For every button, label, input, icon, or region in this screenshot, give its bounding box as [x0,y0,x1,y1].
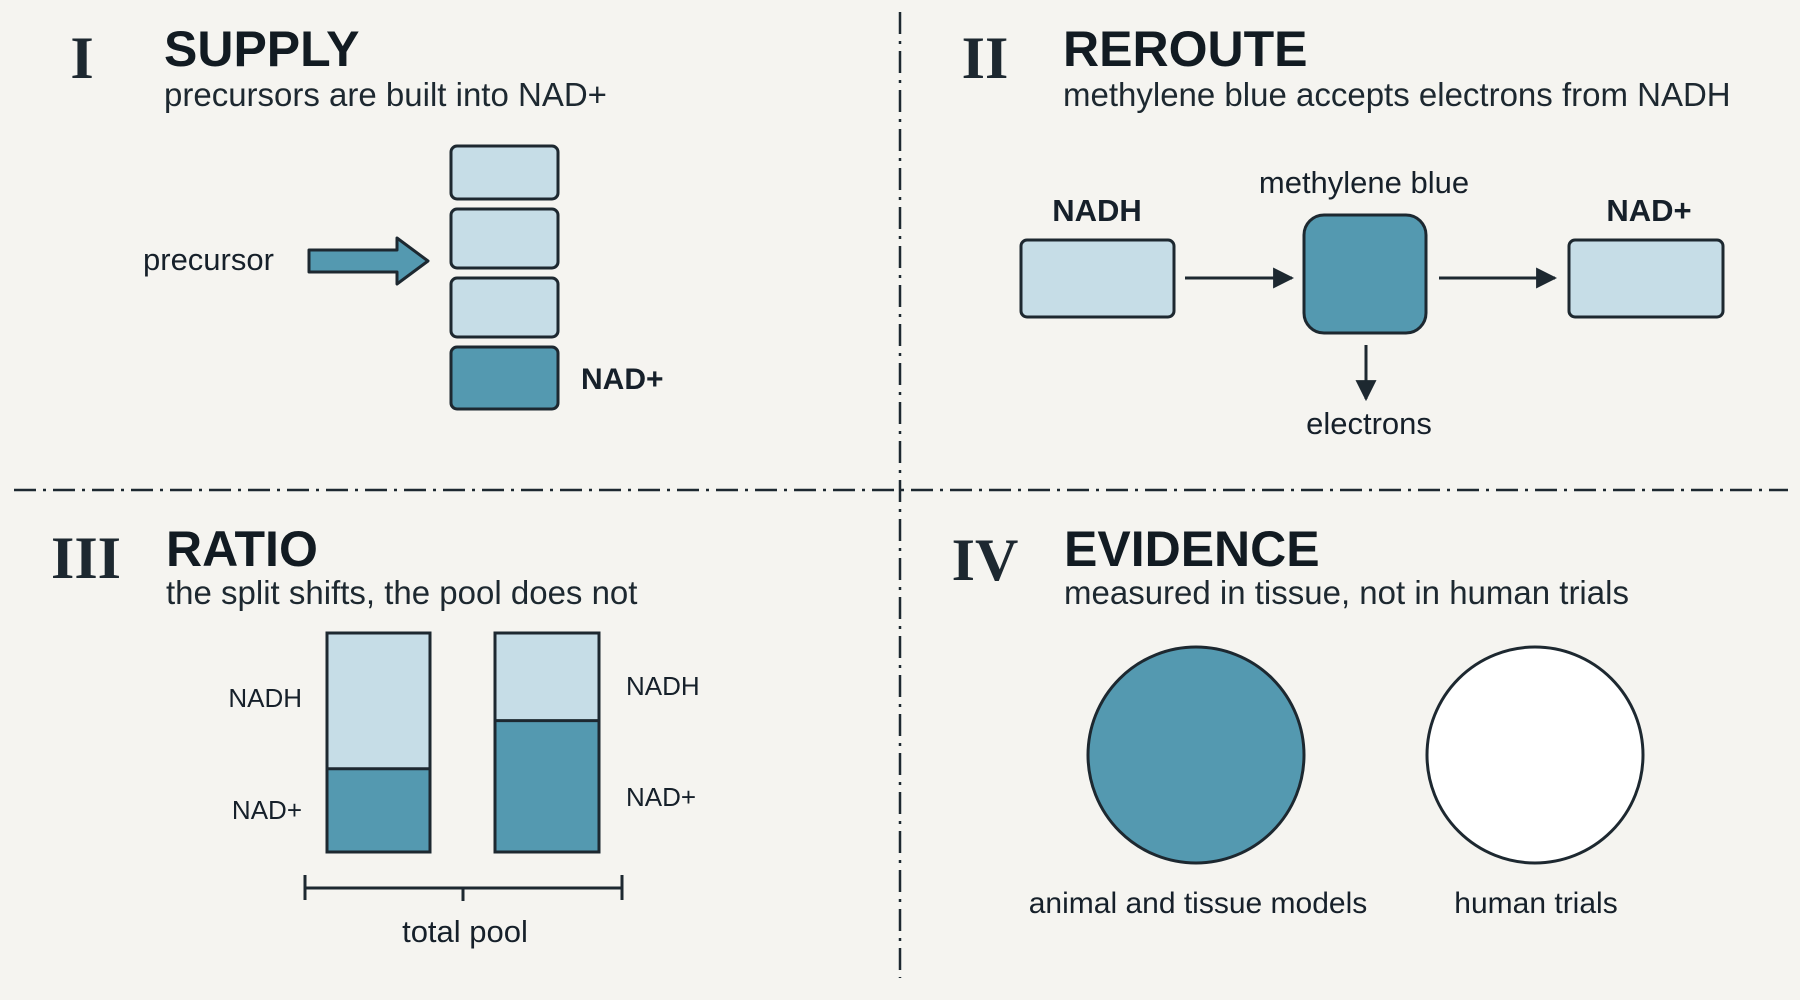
left-bar-outline [325,631,432,854]
precursor-block-2 [449,207,560,270]
filled-circle [1086,645,1306,865]
left-bar-nad-plus-label: NAD+ [232,795,302,825]
ratio-title: RATIO [166,521,318,577]
nad-plus-block [449,345,560,411]
right-bar-nad-plus-segment [495,720,599,852]
right-bar-nadh-label: NADH [626,671,700,701]
evidence-title: EVIDENCE [1064,521,1320,577]
reroute-title: REROUTE [1063,21,1307,77]
total-pool-bracket [303,875,624,901]
block-arrow-right-icon [307,236,430,286]
supply-nad-plus-label: NAD+ [581,363,664,396]
ratio-subtitle: the split shifts, the pool does not [166,574,637,611]
methylene-blue-box [1302,213,1428,335]
panel-supply: I SUPPLY precursors are built into NAD+ … [70,21,664,411]
left-bar-nadh-label: NADH [228,683,302,713]
reroute-nad-plus-box [1567,238,1725,319]
electrons-label: electrons [1306,406,1432,441]
reroute-subtitle: methylene blue accepts electrons from NA… [1063,76,1731,113]
supply-subtitle: precursors are built into NAD+ [164,76,607,113]
panel-ratio: III RATIO the split shifts, the pool doe… [51,521,700,949]
panel-evidence: IV EVIDENCE measured in tissue, not in h… [952,521,1645,920]
precursor-block-1 [449,144,560,201]
left-bar-nadh-segment [327,633,430,769]
methylene-blue-label: methylene blue [1259,165,1469,200]
nadh-label: NADH [1052,193,1142,228]
empty-circle [1425,645,1645,865]
numeral-iii: III [51,525,121,591]
right-bar-nad-plus-label: NAD+ [626,782,696,812]
numeral-iv: IV [952,527,1019,593]
precursor-label: precursor [143,242,274,277]
numeral-i: I [70,25,93,91]
reroute-nad-plus-label: NAD+ [1606,193,1691,228]
evidence-subtitle: measured in tissue, not in human trials [1064,574,1629,611]
human-trials-label: human trials [1454,887,1617,920]
precursor-block-3 [449,276,560,339]
total-pool-label: total pool [402,914,528,949]
supply-title: SUPPLY [164,21,359,77]
right-bar-nadh-segment [495,633,599,721]
panel-reroute: II REROUTE methylene blue accepts electr… [962,21,1731,441]
nadh-box [1019,238,1176,319]
left-bar-nad-plus-segment [327,768,430,852]
animal-tissue-models-label: animal and tissue models [1029,887,1368,920]
right-bar-outline [493,631,601,854]
numeral-ii: II [962,25,1009,91]
